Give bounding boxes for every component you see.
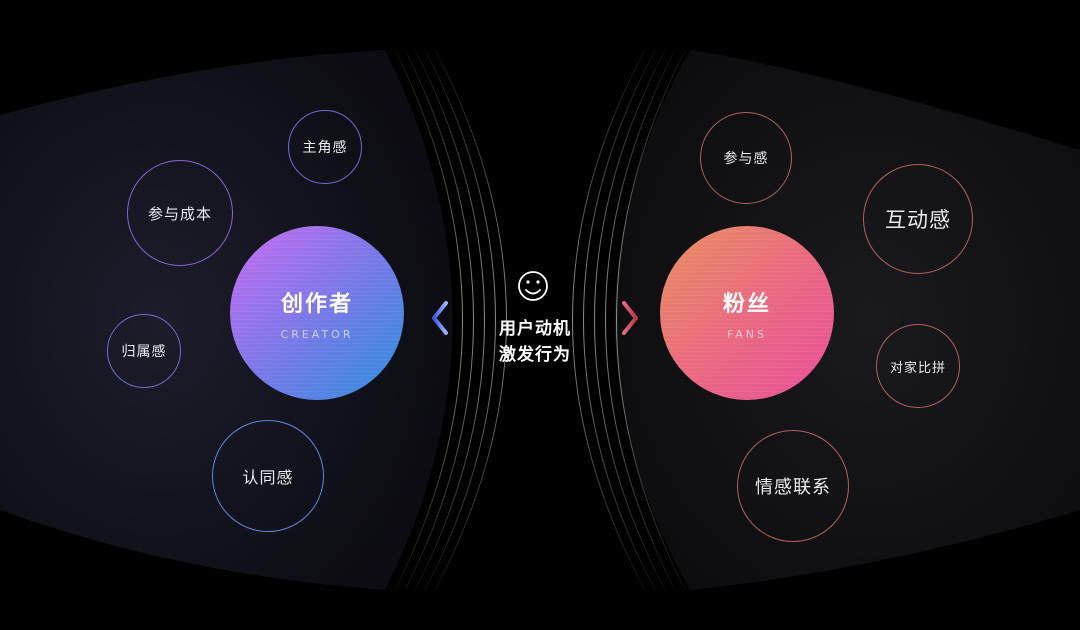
creator-bubble-belonging: 归属感 xyxy=(107,314,181,388)
right-arc-lines xyxy=(572,49,686,591)
smiley-face-icon xyxy=(518,271,548,301)
bubble-label: 主角感 xyxy=(302,140,348,156)
center-motive-line2: 激发行为 xyxy=(499,345,571,365)
fans-bubble-interaction: 互动感 xyxy=(863,164,973,274)
chevron-left-icon xyxy=(432,301,448,335)
fans-bubble-rival-compare: 对家比拼 xyxy=(876,324,960,408)
fans-hub: 粉丝 FANS xyxy=(660,226,834,400)
bubble-label: 归属感 xyxy=(121,344,167,360)
fans-bubble-participation: 参与感 xyxy=(700,112,792,204)
creator-hub: 创作者 CREATOR xyxy=(230,226,404,400)
bubble-label: 参与感 xyxy=(723,151,769,167)
creator-bubble-protagonist: 主角感 xyxy=(288,110,362,184)
creator-subtitle: CREATOR xyxy=(280,327,354,341)
bubble-label: 参与成本 xyxy=(147,204,212,223)
bubble-label: 对家比拼 xyxy=(889,360,946,376)
creator-bubble-identity: 认同感 xyxy=(212,420,324,532)
creator-panel-bg xyxy=(0,50,453,590)
bubble-label: 互动感 xyxy=(885,208,951,232)
left-arc-lines xyxy=(394,49,507,591)
chevron-right-icon xyxy=(622,301,638,335)
fans-subtitle: FANS xyxy=(726,327,768,341)
creator-title: 创作者 xyxy=(280,291,353,317)
bubble-label: 认同感 xyxy=(242,468,294,487)
bubble-label: 情感联系 xyxy=(755,477,831,498)
creator-bubble-participation-cost: 参与成本 xyxy=(127,160,233,266)
center-motive-line1: 用户动机 xyxy=(499,319,571,339)
fans-title: 粉丝 xyxy=(722,291,771,317)
fans-bubble-emotional-bond: 情感联系 xyxy=(737,430,849,542)
